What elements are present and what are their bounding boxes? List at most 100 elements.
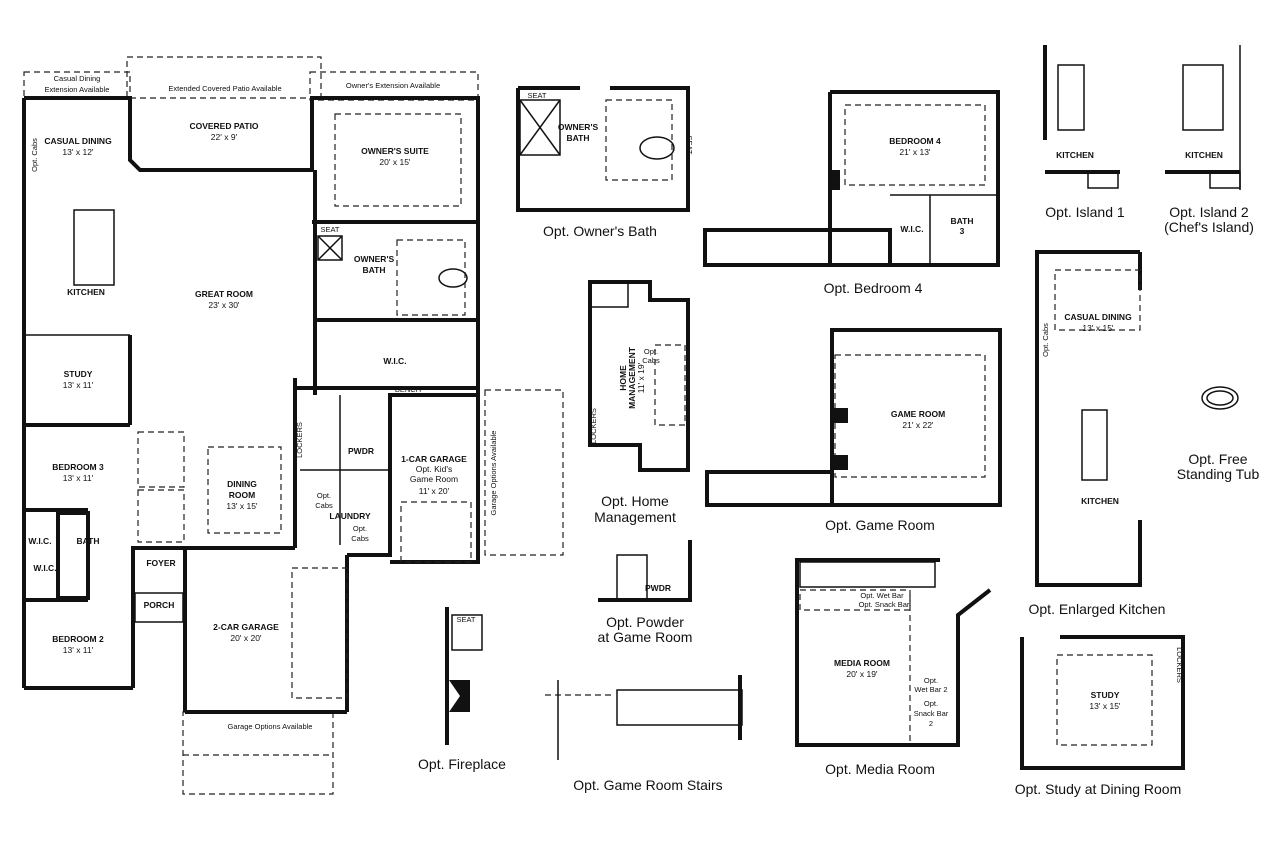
opt-owners-bath: SEAT SEAT OWNER'S BATH Opt. Owner's Bath	[516, 86, 694, 239]
dining-size: 13' x 15'	[226, 501, 258, 511]
bedroom4-bath-number: 3	[960, 226, 965, 236]
enlarged-opt-cabs: Opt. Cabs	[1041, 323, 1050, 357]
opt-powder: PWDR Opt. Powder at Game Room	[598, 540, 693, 645]
opt-bedroom-4: BEDROOM 4 21' x 13' W.I.C. BATH 3 Opt. B…	[703, 90, 1000, 296]
casual-dining-extension-label: Casual Dining	[54, 74, 101, 83]
porch-name: PORCH	[144, 600, 175, 610]
game-room-size: 21' x 22'	[902, 420, 934, 430]
opt-owners-bath-name: OWNER'S	[558, 122, 599, 132]
owners-suite-size: 20' x 15'	[379, 157, 411, 167]
opt-owners-bath-name-2: BATH	[567, 133, 590, 143]
opt-island2-caption-2: (Chef's Island)	[1164, 219, 1254, 235]
media-room-name: MEDIA ROOM	[834, 658, 890, 668]
garage1-size: 11' x 20'	[419, 486, 450, 496]
home-management-opt-cabs: Opt.	[644, 347, 658, 356]
bath2-name: BATH	[77, 536, 100, 546]
wic-name: W.I.C.	[383, 356, 406, 366]
owners-bath-name: OWNER'S	[354, 254, 395, 264]
opt-owners-bath-caption: Opt. Owner's Bath	[543, 223, 657, 239]
casual-dining-extension-label-2: Extension Available	[45, 85, 110, 94]
great-room-size: 23' x 30'	[208, 300, 240, 310]
owners-suite-name: OWNER'S SUITE	[361, 146, 429, 156]
bench-label: BENCH	[395, 385, 421, 394]
garage2-size: 20' x 20'	[230, 633, 262, 643]
shower	[317, 235, 343, 261]
owners-bath-name-2: BATH	[363, 265, 386, 275]
opt-powder-caption-2: at Game Room	[598, 629, 693, 645]
bathtub	[438, 268, 468, 288]
opt-enlarged-kitchen-caption: Opt. Enlarged Kitchen	[1029, 601, 1166, 617]
opt-island1-caption: Opt. Island 1	[1045, 204, 1125, 220]
island2-kitchen: KITCHEN	[1185, 150, 1223, 160]
opt-powder-caption: Opt. Powder	[606, 614, 684, 630]
garage-side-options-area	[484, 389, 564, 556]
wic-a-name: W.I.C.	[28, 536, 51, 546]
study-name: STUDY	[64, 369, 93, 379]
laundry-opt-cabs-1: Opt.	[317, 491, 331, 500]
media-opt-wet-bar-2b: Wet Bar 2	[914, 685, 947, 694]
opt-free-tub-caption-2: Standing Tub	[1177, 466, 1260, 482]
bedroom3-name: BEDROOM 3	[52, 462, 104, 472]
opt-free-standing-tub: Opt. Free Standing Tub	[1177, 386, 1260, 482]
opt-media-room: MEDIA ROOM 20' x 19' Opt. Wet Bar Opt. S…	[795, 558, 992, 777]
media-opt-snack-bar-2b: Snack Bar	[914, 709, 949, 718]
opt-home-management: HOME MANAGEMENT 11' x 19' Opt. Cabs LOCK…	[588, 280, 690, 525]
garage1-sub-2: Game Room	[410, 474, 458, 484]
main-plan: Casual Dining Extension Available Extend…	[22, 56, 564, 795]
garage-options-side-label: Garage Options Available	[489, 431, 498, 516]
bedroom4-bath: BATH	[951, 216, 974, 226]
enlarged-casual-dining-size: 13' x 15'	[1082, 323, 1114, 333]
great-room-name: GREAT ROOM	[195, 289, 253, 299]
opt-game-room-caption: Opt. Game Room	[825, 517, 935, 533]
garage1-sub: Opt. Kid's	[416, 464, 453, 474]
study-size: 13' x 11'	[63, 380, 94, 390]
media-opt-snack-bar: Opt. Snack Bar	[859, 600, 910, 609]
laundry-name: LAUNDRY	[329, 511, 371, 521]
bedroom2-name: BEDROOM 2	[52, 634, 104, 644]
kitchen-island	[73, 209, 115, 286]
home-management-size: 11' x 19'	[636, 362, 646, 393]
bedroom4-wic: W.I.C.	[900, 224, 923, 234]
bedroom2-size: 13' x 11'	[63, 645, 94, 655]
opt-bedroom4-caption: Opt. Bedroom 4	[824, 280, 923, 296]
media-opt-snack-bar-2: Opt.	[924, 699, 938, 708]
opt-cabs-label: Opt. Cabs	[30, 138, 39, 172]
opt-game-room-stairs-caption: Opt. Game Room Stairs	[573, 777, 722, 793]
seat-label: SEAT	[320, 225, 339, 234]
home-management-name: HOME	[618, 365, 628, 391]
opt-game-room: GAME ROOM 21' x 22' Opt. Game Room	[705, 328, 1002, 533]
casual-dining-size: 13' x 12'	[62, 147, 94, 157]
enlarged-casual-dining-name: CASUAL DINING	[1064, 312, 1132, 322]
opt-island-2: KITCHEN Opt. Island 2 (Chef's Island)	[1164, 45, 1254, 235]
opt-media-room-caption: Opt. Media Room	[825, 761, 935, 777]
opt-study-dining-caption: Opt. Study at Dining Room	[1015, 781, 1182, 797]
home-management-name-2: MANAGEMENT	[627, 346, 637, 409]
covered-patio-name: COVERED PATIO	[189, 121, 258, 131]
bedroom3-size: 13' x 11'	[63, 473, 94, 483]
study-dining-size: 13' x 15'	[1089, 701, 1121, 711]
opt-home-management-caption: Opt. Home	[601, 493, 669, 509]
extended-patio-label: Extended Covered Patio Available	[168, 84, 281, 93]
dining-name: DINING	[227, 479, 257, 489]
enlarged-kitchen-name: KITCHEN	[1081, 496, 1119, 506]
media-room-size: 20' x 19'	[846, 669, 878, 679]
garage-options-front-label: Garage Options Available	[228, 722, 313, 731]
extended-patio-area	[126, 56, 322, 99]
bath2-number: 2	[86, 546, 91, 556]
media-opt-wet-bar-2: Opt.	[924, 676, 938, 685]
owners-extension-label: Owner's Extension Available	[346, 81, 440, 90]
opt-study-at-dining: STUDY 13' x 15' LOCKERS Opt. Study at Di…	[1015, 635, 1185, 797]
lockers-label: LOCKERS	[295, 422, 304, 458]
opt-island-1: KITCHEN Opt. Island 1	[1043, 45, 1125, 220]
media-opt-wet-bar: Opt. Wet Bar	[860, 591, 904, 600]
kitchen-name: KITCHEN	[67, 287, 105, 297]
opt-owners-bath-seat-2: SEAT	[685, 135, 694, 154]
opt-fireplace: SEAT Opt. Fireplace	[418, 607, 506, 772]
opt-fireplace-caption: Opt. Fireplace	[418, 756, 506, 772]
opt-free-tub-caption: Opt. Free	[1188, 451, 1247, 467]
foyer-name: FOYER	[146, 558, 175, 568]
covered-patio-size: 22' x 9'	[211, 132, 238, 142]
walls	[22, 96, 480, 714]
